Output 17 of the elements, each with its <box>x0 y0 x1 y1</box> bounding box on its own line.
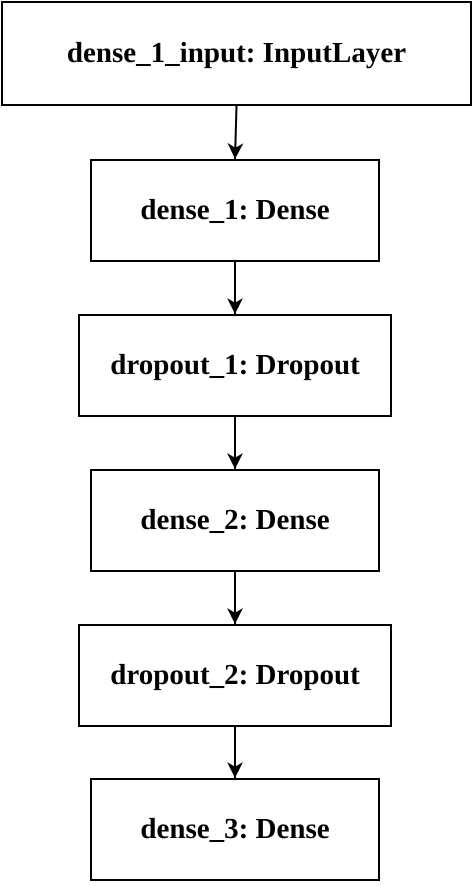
layer-box <box>1 1 472 106</box>
layer-label: dense_1: Dense <box>140 194 330 227</box>
layer-box <box>90 159 380 262</box>
arrow <box>227 727 243 778</box>
arrow <box>227 262 243 314</box>
layer-box <box>90 778 380 881</box>
arrow <box>227 417 243 469</box>
layer-box <box>78 624 392 727</box>
layer-label: dense_2: Dense <box>140 504 330 537</box>
arrow <box>227 572 243 624</box>
layer-label: dropout_2: Dropout <box>110 659 360 692</box>
layer-box <box>78 314 392 417</box>
layer-label: dense_1_input: InputLayer <box>66 37 406 70</box>
arrow <box>227 106 244 160</box>
layer-box <box>90 469 380 572</box>
layer-label: dense_3: Dense <box>140 813 330 846</box>
layer-label: dropout_1: Dropout <box>110 349 360 382</box>
